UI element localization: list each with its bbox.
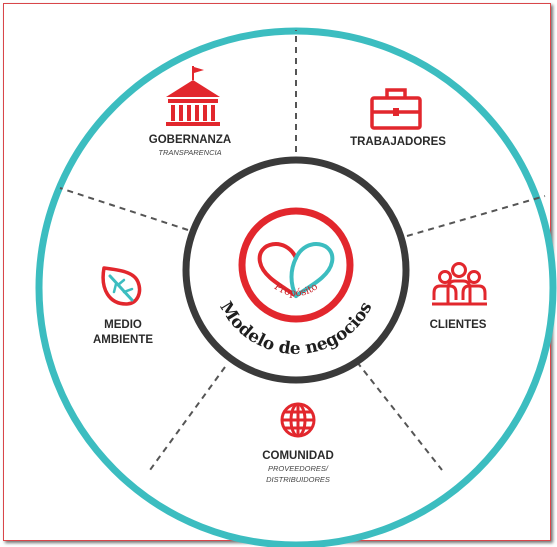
- gobernanza-label: GOBERNANZA: [149, 134, 231, 146]
- government-building-icon: [166, 66, 220, 126]
- clientes-label: CLIENTES: [430, 319, 487, 331]
- segment-trabajadores: TRABAJADORES: [350, 88, 446, 148]
- divider-upper-left: [59, 187, 189, 231]
- ambiente-label: AMBIENTE: [93, 334, 153, 346]
- segment-dividers: [59, 30, 546, 471]
- trabajadores-label: TRABAJADORES: [350, 136, 446, 148]
- globe-icon: [280, 402, 316, 438]
- segment-comunidad: COMUNIDAD PROVEEDORES/ DISTRIBUIDORES: [262, 402, 334, 484]
- leaf-icon: [101, 266, 142, 306]
- segment-medio-ambiente: MEDIO AMBIENTE: [93, 266, 153, 346]
- briefcase-icon: [370, 88, 422, 130]
- segment-clientes: CLIENTES: [430, 262, 487, 331]
- heart-icon: [257, 242, 335, 298]
- gobernanza-sublabel: TRANSPARENCIA: [158, 148, 221, 157]
- purpose-text: Propósito: [272, 281, 320, 299]
- comunidad-sublabel-1: PROVEEDORES/: [268, 464, 329, 473]
- comunidad-label: COMUNIDAD: [262, 450, 334, 462]
- comunidad-sublabel-2: DISTRIBUIDORES: [266, 475, 330, 484]
- medio-label: MEDIO: [104, 319, 142, 331]
- divider-lower-right: [356, 361, 443, 471]
- people-group-icon: [432, 262, 487, 306]
- segment-gobernanza: GOBERNANZA TRANSPARENCIA: [149, 66, 231, 157]
- divider-upper-right: [406, 195, 546, 237]
- purpose-circle: [238, 207, 354, 323]
